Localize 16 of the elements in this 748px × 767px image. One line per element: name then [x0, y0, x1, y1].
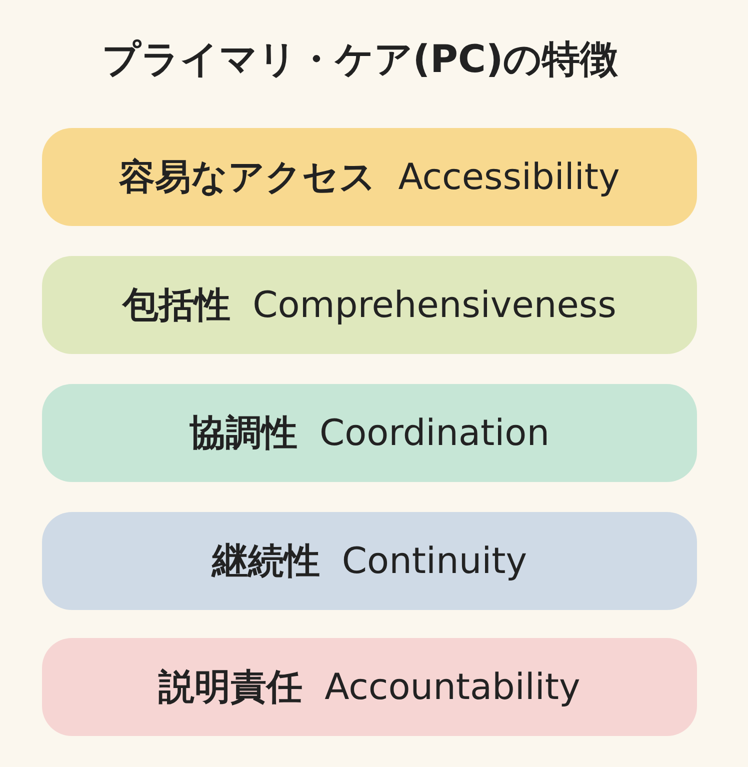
feature-english-name: Accessibility [398, 156, 620, 198]
feature-name: 容易なアクセス [119, 156, 376, 200]
feature-english-name: Coordination [319, 412, 550, 454]
feature-name: 協調性 [189, 412, 298, 456]
feature-box [42, 256, 697, 354]
feature-name: 説明責任 [158, 666, 303, 710]
feature-box [42, 128, 697, 226]
feature-english-name: Continuity [342, 540, 528, 582]
feature-box [42, 638, 697, 736]
feature-name: 継続性 [212, 540, 320, 584]
feature-name: 包括性 [122, 284, 231, 328]
title: プライマリ・ケア(PC)の特徴 [100, 36, 620, 83]
feature-english-name: Accountability [324, 666, 580, 708]
feature-english-name: Comprehensiveness [252, 284, 616, 326]
feature-box [42, 512, 697, 610]
feature-box [42, 384, 697, 482]
